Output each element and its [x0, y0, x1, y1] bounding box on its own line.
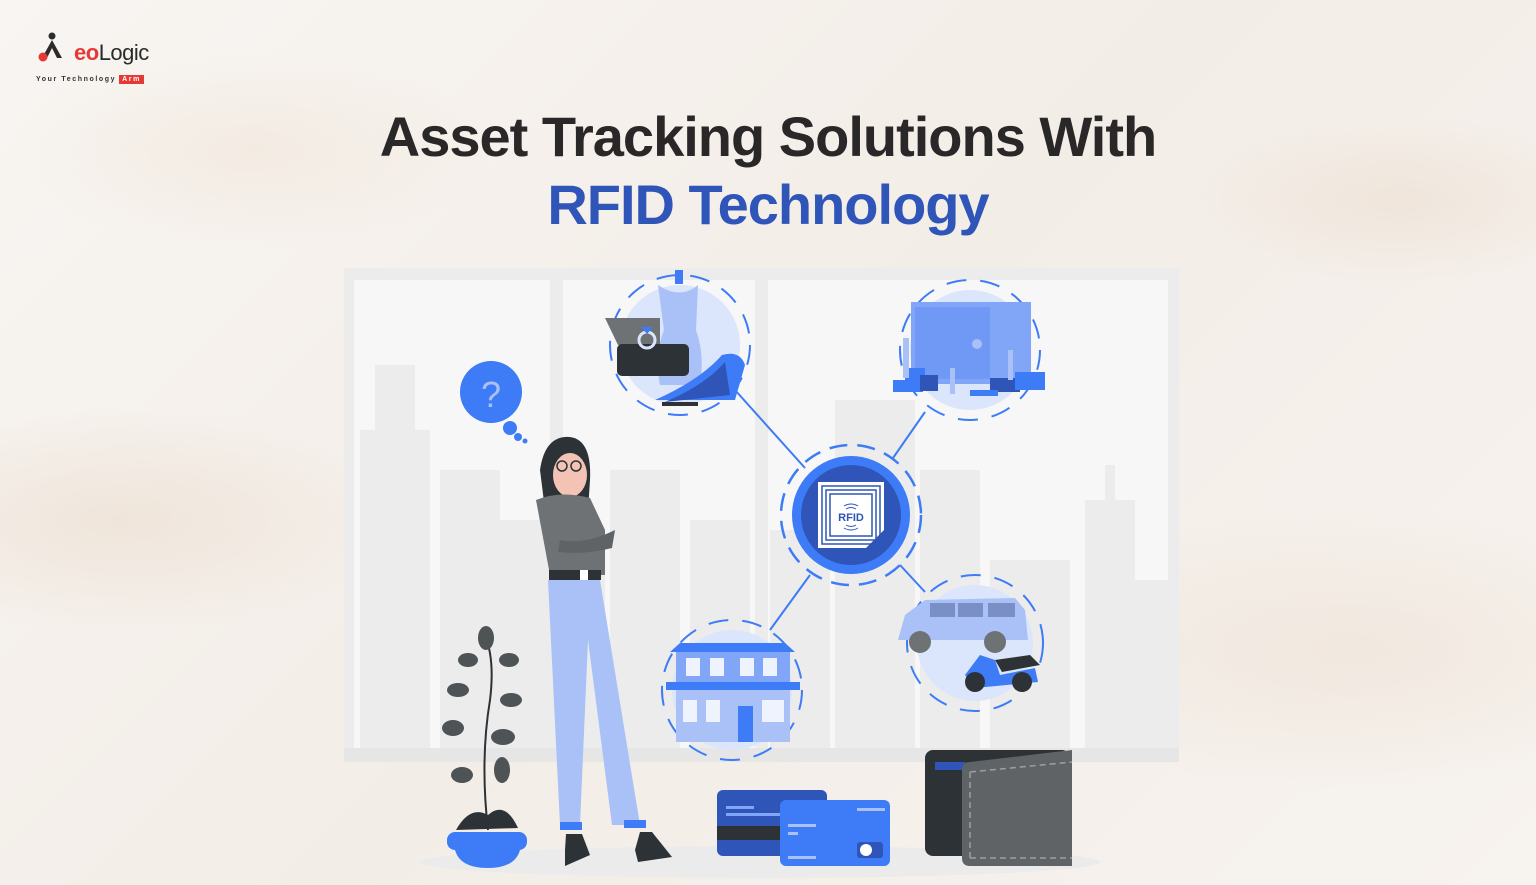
rfid-tag-icon: RFID — [818, 482, 884, 548]
aeologic-mark-icon — [38, 32, 62, 62]
house-icon — [666, 643, 800, 742]
person-thinking — [536, 436, 672, 866]
brand-suffix-text: Logic — [98, 40, 150, 65]
ring-box-icon — [605, 318, 689, 376]
headline-line-1: Asset Tracking Solutions With — [379, 105, 1157, 168]
brand-wordmark: eoLogic — [74, 40, 149, 66]
scooter-icon — [965, 655, 1040, 692]
node-inventory-safe — [893, 279, 1045, 421]
plant-icon — [442, 626, 527, 868]
headline-line-2: RFID Technology — [547, 173, 989, 236]
wallet-icon — [925, 750, 1073, 866]
rfid-label: RFID — [838, 512, 864, 524]
thought-bubble: ? — [460, 361, 528, 444]
question-mark-icon: ? — [481, 374, 501, 415]
tagline-text: Your Technology — [36, 76, 117, 83]
tagline-badge: Arm — [119, 75, 144, 84]
node-real-estate — [661, 619, 803, 761]
rfid-hub: RFID — [779, 443, 923, 587]
coin-stacks-icon — [893, 338, 1045, 396]
node-fashion-jewelry — [605, 270, 751, 416]
connector-lines — [734, 389, 926, 631]
brand-accent-text: eo — [74, 40, 99, 65]
node-vehicles — [898, 574, 1044, 712]
heels-icon — [655, 353, 745, 406]
car-icon — [898, 598, 1028, 653]
credit-cards-icon — [717, 790, 890, 866]
